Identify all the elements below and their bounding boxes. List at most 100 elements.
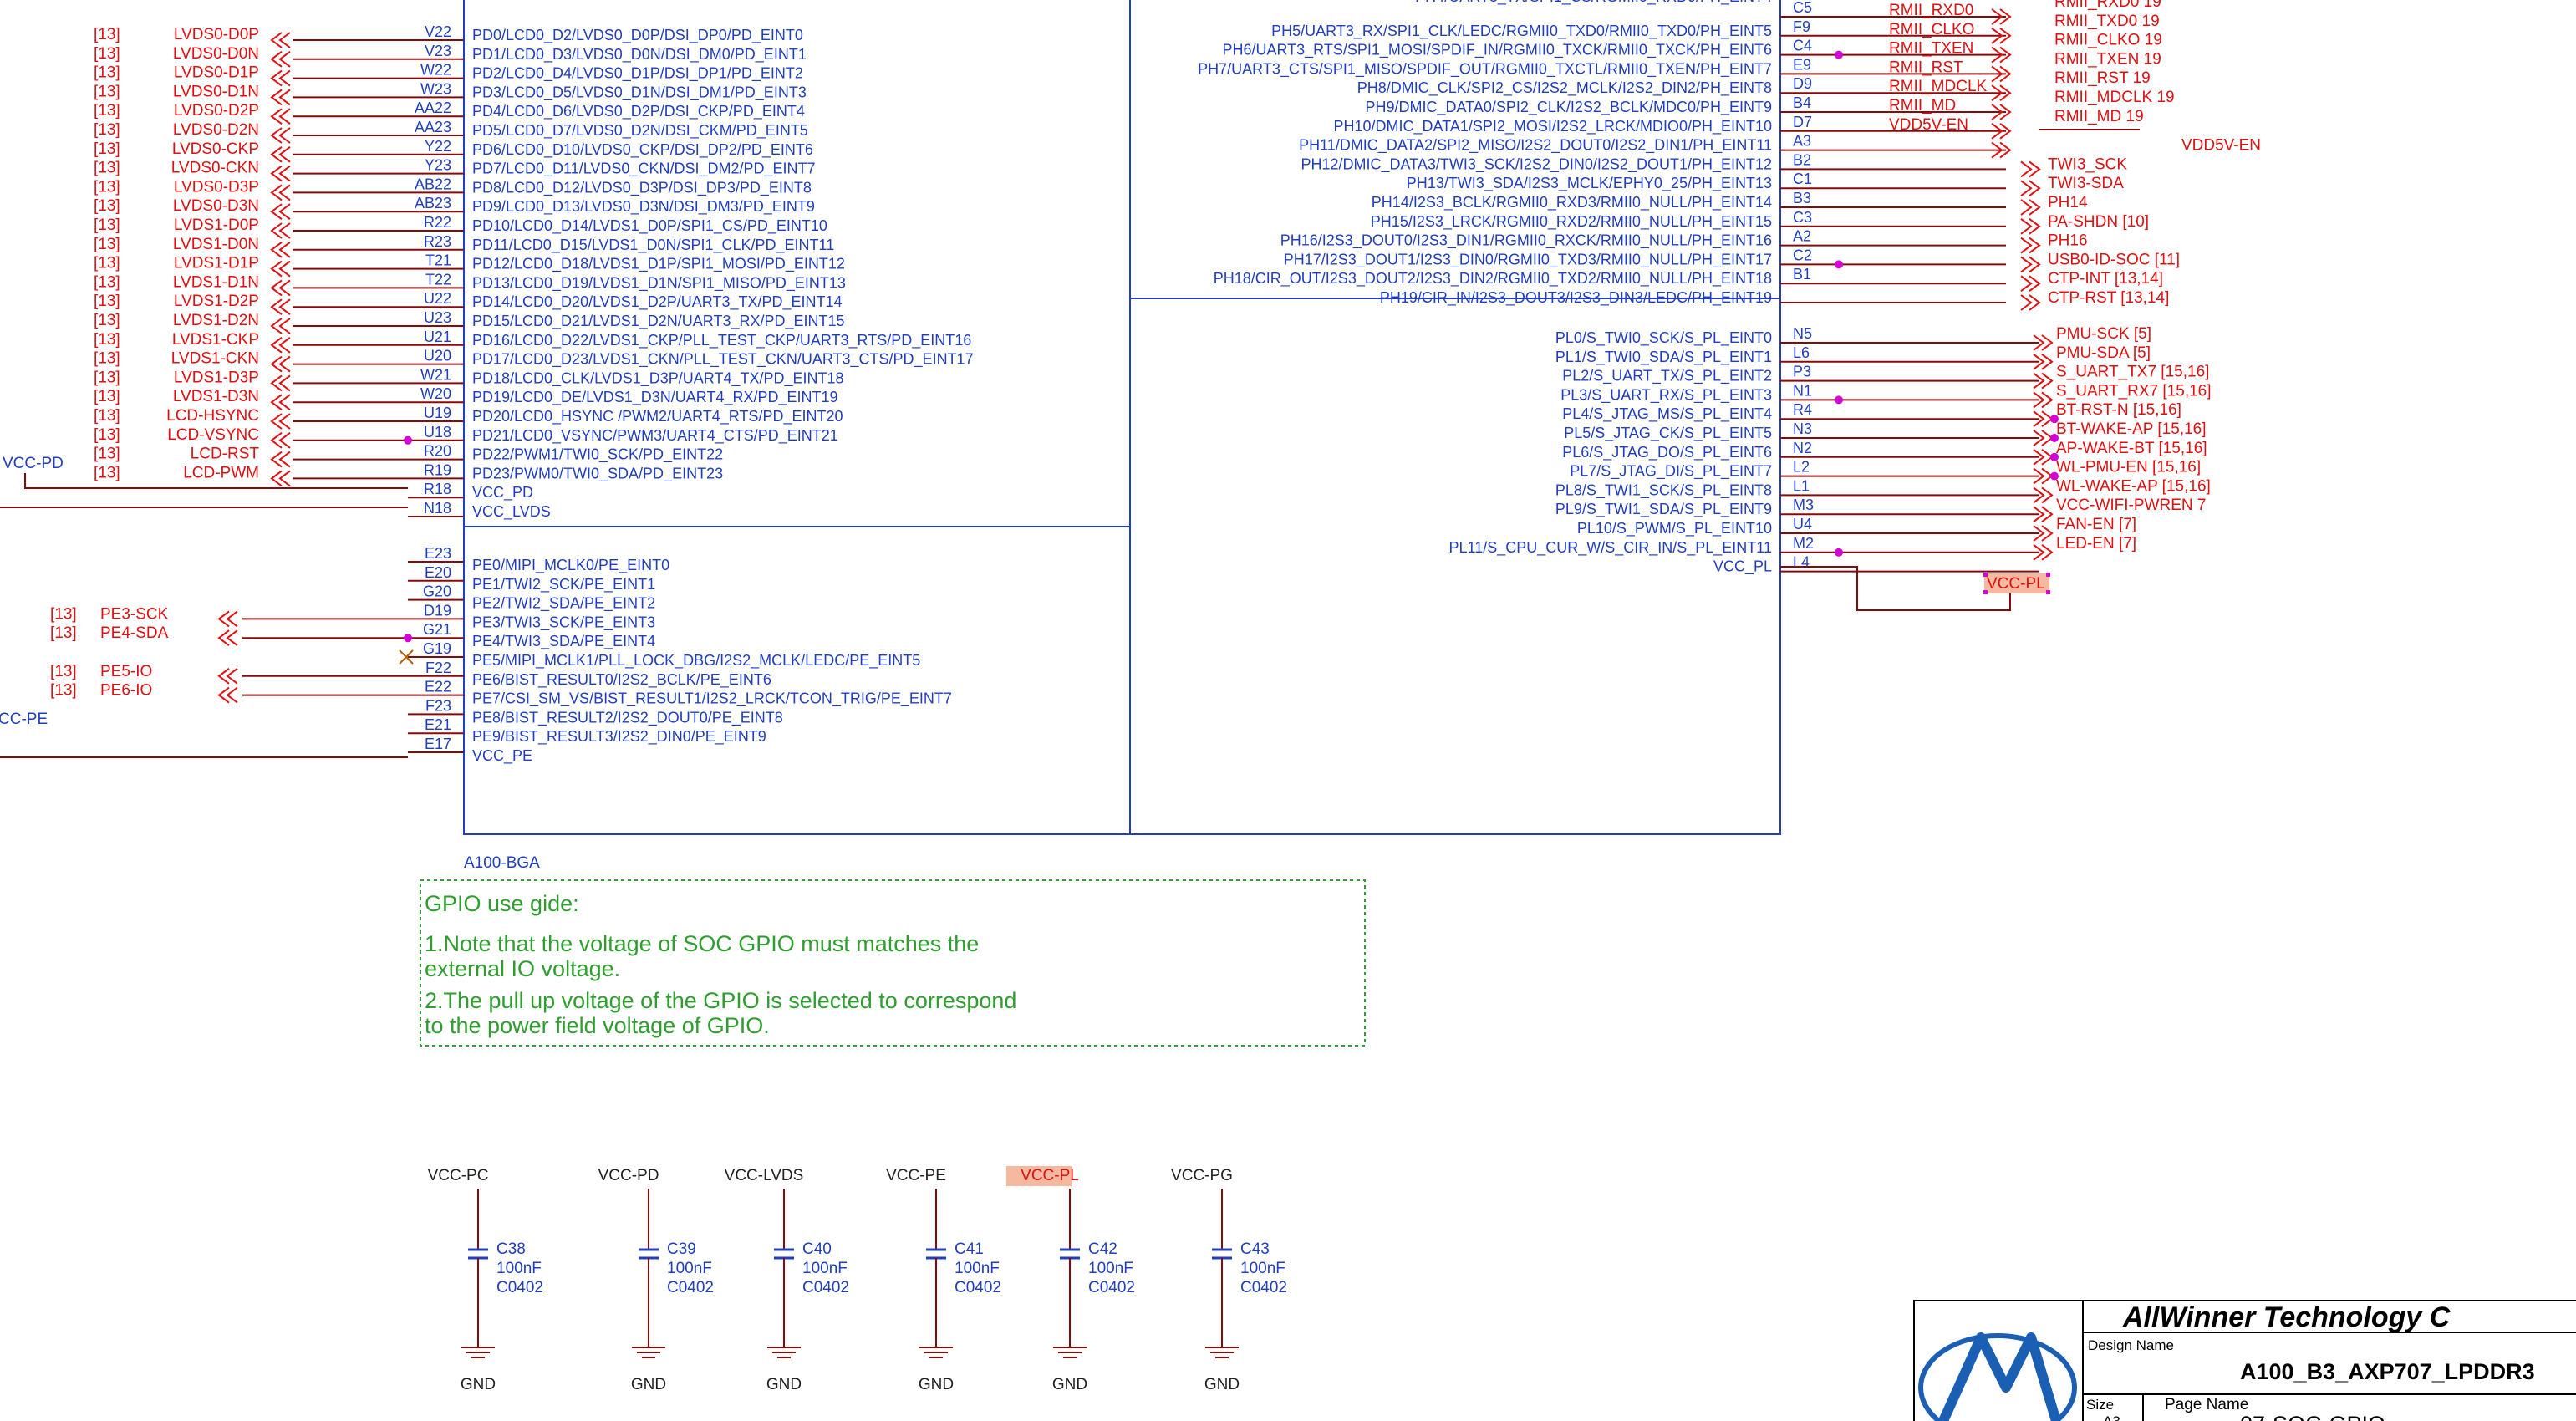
pin-number: P3	[1793, 364, 1811, 380]
offpage-connector-icon	[217, 686, 238, 704]
ref-label: RMII_TXEN 19	[2054, 50, 2161, 68]
net-label: RMII_RXD0	[1889, 2, 1973, 19]
pin-number: A2	[1793, 228, 1811, 245]
ref-label: [13]	[50, 605, 77, 623]
gnd-label: GND	[919, 1376, 954, 1393]
ref-label: USB0-ID-SOC [11]	[2048, 251, 2180, 268]
cap-value: 100nF	[955, 1260, 1000, 1277]
power-net-label: VCC-PE	[886, 1167, 946, 1184]
cap-package: C0402	[802, 1279, 849, 1296]
pin-number: F9	[1793, 18, 1810, 35]
ref-label: PH14	[2048, 194, 2088, 211]
pin-number: U23	[424, 309, 451, 326]
net-label: LVDS0-D2N	[173, 121, 259, 139]
pin-number: N2	[1793, 440, 1812, 456]
offpage-connector-icon	[217, 629, 238, 647]
ref-label: RMII_CLKO 19	[2054, 32, 2162, 49]
net-label: RMII_CLKO	[1889, 21, 1974, 38]
gpio-notes: GPIO use gide: 1.Note that the voltage o…	[420, 879, 1366, 1047]
page-label: Page Name	[2165, 1396, 2248, 1413]
offpage-connector-icon	[2033, 486, 2054, 504]
pin-name: PL7/S_JTAG_DI/S_PL_EINT7	[1570, 463, 1772, 481]
pin-name: PD1/LCD0_D3/LVDS0_D0N/DSI_DM0/PD_EINT1	[472, 46, 807, 64]
offpage-connector-icon	[1991, 65, 2012, 83]
net-label: LVDS1-D3P	[174, 369, 259, 386]
offpage-connector-icon	[270, 127, 291, 144]
pin-number: D19	[424, 602, 451, 619]
junction-dot-icon	[404, 634, 412, 643]
pin-name: PE3/TWI3_SCK/PE_EINT3	[472, 614, 655, 631]
offpage-connector-icon	[2020, 275, 2041, 293]
pin-name: PL11/S_CPU_CUR_W/S_CIR_IN/S_PL_EINT11	[1449, 539, 1773, 557]
pin-name: PL9/S_TWI1_SDA/S_PL_EINT9	[1555, 501, 1772, 518]
pin-name: PH8/DMIC_CLK/SPI2_CS/I2S2_MCLK/I2S2_DIN2…	[1357, 79, 1772, 97]
pin-number: N1	[1793, 382, 1812, 399]
pin-number: Y23	[425, 157, 451, 174]
pin-name: VCC_LVDS	[472, 503, 551, 521]
ph-pin-row: A2PH16/I2S3_DOUT0/I2S3_DIN1/RGMII0_RXCK/…	[1280, 228, 2088, 254]
pin-number: E17	[425, 736, 451, 752]
ph-pin-row: B3PH14/I2S3_BCLK/RGMII0_RXD3/RMII0_NULL/…	[1372, 190, 2088, 216]
capacitor-icon	[774, 1248, 794, 1260]
pin-number: U18	[424, 424, 451, 441]
ph-pin-row: F9PH5/UART3_RX/SPI1_CLK/LEDC/RGMII0_TXD0…	[1271, 13, 2160, 44]
pin-name: PE1/TWI2_SCK/PE_EINT1	[472, 576, 655, 593]
net-label: RMII_MDCLK	[1889, 78, 1988, 95]
pin-name: PD22/PWM1/TWI0_SCK/PD_EINT22	[472, 446, 723, 464]
net-label: PE4-SDA	[100, 624, 169, 642]
capacitor-icon	[926, 1248, 946, 1260]
offpage-connector-icon	[2033, 543, 2054, 561]
offpage-connector-icon	[2020, 294, 2041, 311]
offpage-connector-icon	[1991, 104, 2012, 120]
pin-name: PH4/UART3_TX/SPI1_CS/RGMII0_RXD0/PH_EINT…	[1415, 0, 1772, 6]
offpage-connector-icon	[2033, 391, 2054, 409]
pe-port-group: E23PE0/MIPI_MCLK0/PE_EINT0E20PE1/TWI2_SC…	[0, 545, 952, 765]
pin-name: PD15/LCD0_D21/LVDS1_D2N/UART3_RX/PD_EINT…	[472, 313, 845, 330]
pin-number: T21	[425, 252, 451, 269]
net-label: LVDS1-CKN	[171, 350, 259, 368]
offpage-connector-icon	[270, 394, 291, 411]
offpage-connector-icon	[1991, 46, 2012, 64]
offpage-connector-icon	[2033, 372, 2054, 390]
pin-number: F23	[425, 697, 451, 714]
offpage-connector-icon	[1991, 27, 2012, 44]
offpage-connector-icon	[217, 667, 238, 685]
pin-name: PH12/DMIC_DATA3/TWI3_SCK/I2S2_DIN0/I2S2_…	[1301, 155, 1772, 173]
offpage-connector-icon	[2020, 256, 2041, 273]
junction-dot-icon	[2050, 471, 2059, 481]
ref-label: [13]	[94, 178, 120, 196]
net-label: LVDS0-D0P	[174, 26, 259, 43]
offpage-connector-icon	[2020, 199, 2041, 216]
ph-pin-row: D7PH10/DMIC_DATA1/SPI2_MOSI/I2S2_LRCK/MD…	[1333, 108, 2144, 140]
offpage-connector-icon	[270, 165, 291, 182]
ref-label: [13]	[94, 102, 120, 120]
pin-number: Y22	[425, 138, 451, 155]
junction-dot-icon	[1835, 395, 1843, 405]
pin-number: G20	[423, 583, 451, 600]
ground-icon	[767, 1347, 801, 1358]
ref-label: [13]	[94, 121, 120, 139]
vcc-pl-tag: VCC-PL	[1987, 575, 2045, 593]
offpage-connector-icon	[270, 222, 291, 239]
ref-label: [13]	[94, 293, 120, 310]
ph-pin-row: C2PH17/I2S3_DOUT1/I2S3_DIN0/RGMII0_TXD3/…	[1284, 247, 2180, 273]
ref-label: [13]	[94, 312, 120, 329]
ref-label: [13]	[50, 624, 77, 642]
cap-package: C0402	[667, 1279, 714, 1296]
net-label: LCD-VSYNC	[167, 426, 259, 444]
ref-label: CTP-RST [13,14]	[2048, 289, 2169, 307]
pin-name: PD19/LCD0_DE/LVDS1_D3N/UART4_RX/PD_EINT1…	[472, 389, 838, 406]
cap-ref: C41	[955, 1240, 984, 1258]
pin-number: U4	[1793, 516, 1812, 532]
pin-number: R22	[424, 214, 451, 231]
